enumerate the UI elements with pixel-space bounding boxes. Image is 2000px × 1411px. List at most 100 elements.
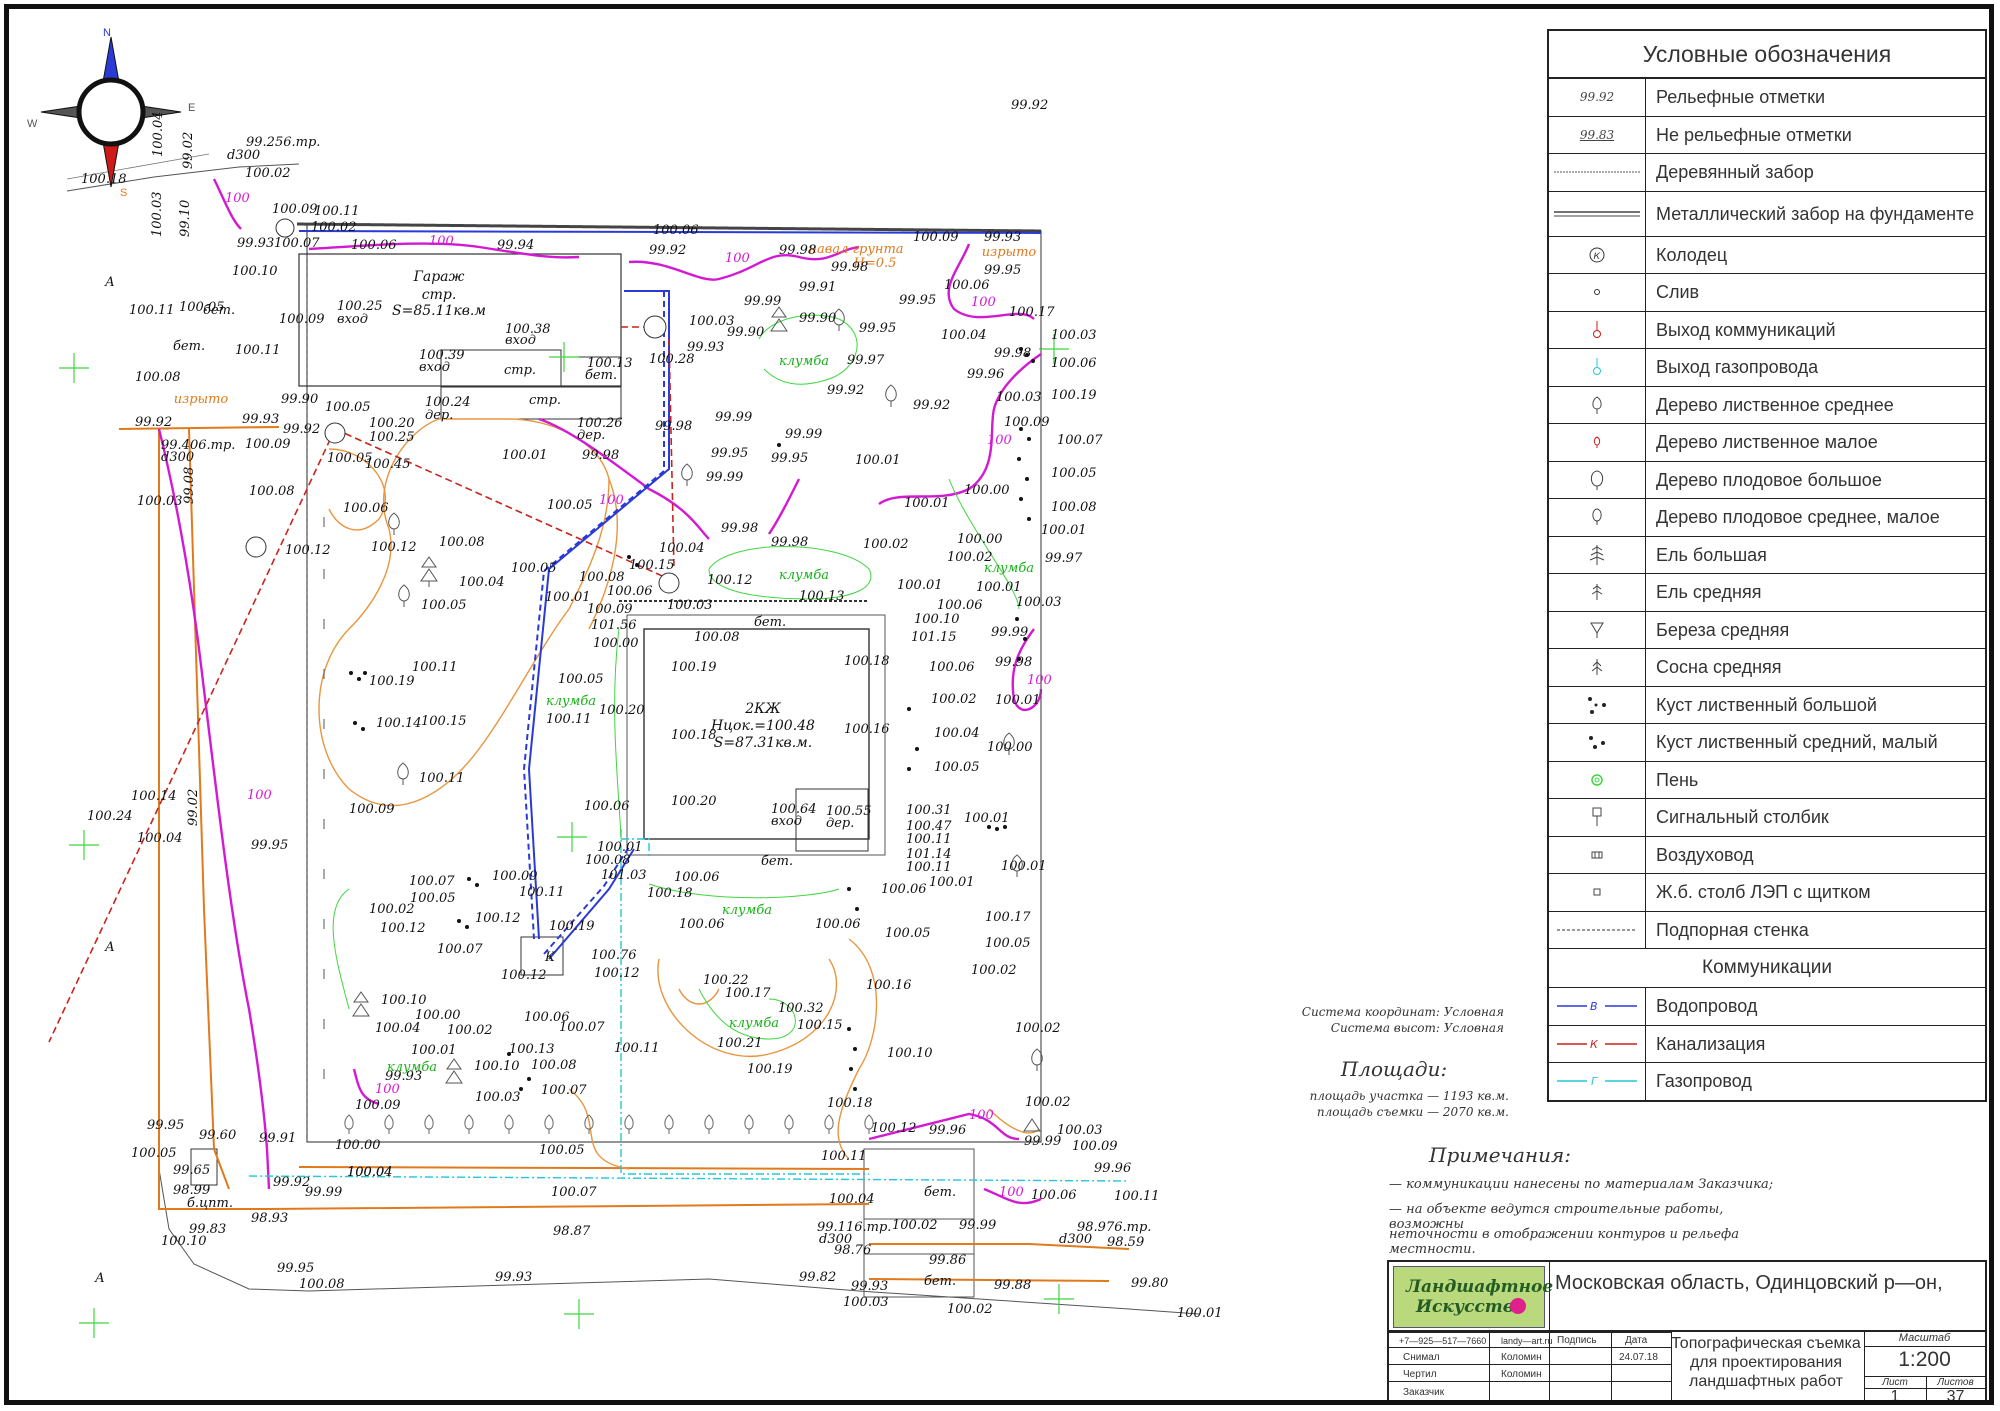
elevation-mark: 100.03	[1051, 328, 1097, 343]
elevation-mark: 99.99	[785, 427, 822, 442]
elevation-mark: бет.	[761, 854, 793, 869]
elevation-mark: 100.06	[524, 1010, 570, 1025]
elevation-mark: 100.10	[232, 264, 278, 279]
elevation-mark: 100.21	[717, 1036, 763, 1051]
elevation-mark: 99.95	[277, 1261, 314, 1276]
elevation-mark: вход	[771, 814, 802, 829]
elevation-mark: 100.06	[679, 917, 725, 932]
elevation-mark: 100.04	[151, 112, 166, 158]
svg-text:К: К	[1594, 252, 1601, 262]
elevation-mark: 100.19	[549, 919, 595, 934]
elevation-mark: 100.26	[577, 416, 623, 431]
elevation-mark: 100.06	[343, 501, 389, 516]
legend-row: Дерево плодовое среднее, малое	[1549, 499, 1985, 537]
legend-label: Дерево плодовое большое	[1656, 469, 1882, 490]
name-drawn: Коломин	[1501, 1369, 1542, 1380]
elevation-mark: 100.12	[371, 540, 417, 555]
relief-contours-100	[157, 178, 1043, 1205]
elevation-mark: 99.96	[967, 367, 1004, 382]
elevation-mark: 100.03	[689, 314, 735, 329]
axis-mark: А	[104, 275, 115, 290]
legend-row: Выход коммуникаций	[1549, 311, 1985, 349]
elevation-mark: 100.09	[279, 312, 325, 327]
spruce-large-icon	[1549, 536, 1646, 573]
elevation-mark: 100.18	[671, 728, 717, 743]
compass-east: E	[188, 102, 195, 114]
note-line: — на объекте ведутся строительные работы…	[1389, 1202, 1724, 1232]
elevation-mark: 100.07	[559, 1020, 605, 1035]
elevation-mark: 100.09	[913, 230, 959, 245]
elevation-mark: 100.11	[129, 303, 175, 318]
north-arrow	[40, 36, 182, 188]
elevation-mark: 100.05	[179, 300, 225, 315]
elevation-mark: 100.25	[369, 430, 415, 445]
elevation-mark: 100.14	[376, 716, 422, 731]
elevation-mark: 100.11	[906, 860, 952, 875]
company-phone: +7—925—517—7660	[1399, 1336, 1487, 1346]
elevation-mark: 100.02	[971, 963, 1017, 978]
elevation-mark: 100.04	[137, 831, 183, 846]
deciduous-tree-icon	[1549, 386, 1646, 423]
elevation-mark: 100.01	[976, 580, 1022, 595]
elevation-mark: 99.97	[847, 353, 885, 368]
axis-mark: А	[94, 1271, 105, 1286]
contour-label: 100	[247, 788, 272, 803]
elevation-mark: 99.93	[687, 340, 724, 355]
sheet-label: Лист	[1882, 1377, 1908, 1388]
site-map[interactable]: N S E W Гаражстр.S=85.11кв.мстр.стр.бет.…	[9, 9, 1994, 1405]
date-surveyed: 24.07.18	[1619, 1352, 1658, 1363]
contour-label: 100	[725, 251, 750, 266]
elevation-mark: 100.08	[531, 1058, 577, 1073]
elevation-mark: 100.05	[1051, 466, 1097, 481]
elevation-mark: 100.04	[941, 328, 987, 343]
legend-label: Рельефные отметки	[1656, 87, 1826, 108]
legend-row: Воздуховод	[1549, 836, 1985, 874]
legend-label: Подпорная стенка	[1656, 919, 1809, 940]
elevation-mark: d300	[227, 148, 260, 163]
elevation-mark: 100.25	[337, 299, 383, 314]
elevation-mark: 100.11	[519, 885, 565, 900]
note-line: — коммуникации нанесены по материалам За…	[1389, 1177, 1774, 1192]
elevation-mark: вход	[505, 333, 536, 348]
legend-label: Сигнальный столбик	[1656, 807, 1829, 828]
elevation-mark: d300	[1059, 1232, 1092, 1247]
legend-label: Дерево плодовое среднее, малое	[1656, 507, 1940, 528]
elevation-mark: 99.02	[181, 132, 196, 169]
elevation-mark: 100.08	[299, 1277, 345, 1292]
elevation-mark: 100.13	[587, 356, 633, 371]
elevation-mark: 99.99	[744, 294, 781, 309]
well-icon: К	[1549, 236, 1646, 273]
areas-block: Площади: площадь участка — 1193 кв.м. пл…	[1279, 1057, 1509, 1121]
map-caption: клумба	[387, 1060, 437, 1075]
elevation-mark: 100.03	[843, 1295, 889, 1310]
elevation-mark: 100.04	[347, 1165, 393, 1180]
elevation-mark: 99.93	[495, 1270, 532, 1285]
map-caption: H=0.5	[853, 256, 897, 271]
elevation-mark: 99.65	[173, 1163, 210, 1178]
elevation-mark: 99.92	[649, 243, 686, 258]
elevation-mark: 99.95	[984, 263, 1021, 278]
coord-system-text: Система координат: Условная	[1301, 1005, 1504, 1019]
elevation-mark: 100.01	[1177, 1306, 1223, 1321]
legend-row: Ель большая	[1549, 536, 1985, 574]
elevation-mark: 100.17	[725, 986, 771, 1001]
map-caption: клумба	[779, 354, 829, 369]
gas-pipe	[248, 829, 1130, 1182]
elevation-mark: 100.03	[667, 598, 713, 613]
elevation-mark: дер.	[826, 816, 854, 831]
elevation-mark: 99.92	[273, 1175, 310, 1190]
elevation-mark: 98.976.тр.	[1077, 1220, 1151, 1235]
elevation-mark: 100.02	[863, 537, 909, 552]
elevation-mark: 99.98	[994, 346, 1031, 361]
elevation-mark: 100.05	[558, 672, 604, 687]
role-surveyed: Снимал	[1403, 1352, 1440, 1363]
legend-label: Ель большая	[1656, 544, 1767, 565]
elevation-mark: дер.	[425, 408, 453, 423]
axis-mark: А	[104, 940, 115, 955]
elevation-mark: 99.96	[1094, 1161, 1131, 1176]
elevation-mark: 100.01	[1001, 859, 1047, 874]
map-caption: S=85.11кв.м	[392, 303, 486, 319]
pine-icon	[1549, 649, 1646, 686]
